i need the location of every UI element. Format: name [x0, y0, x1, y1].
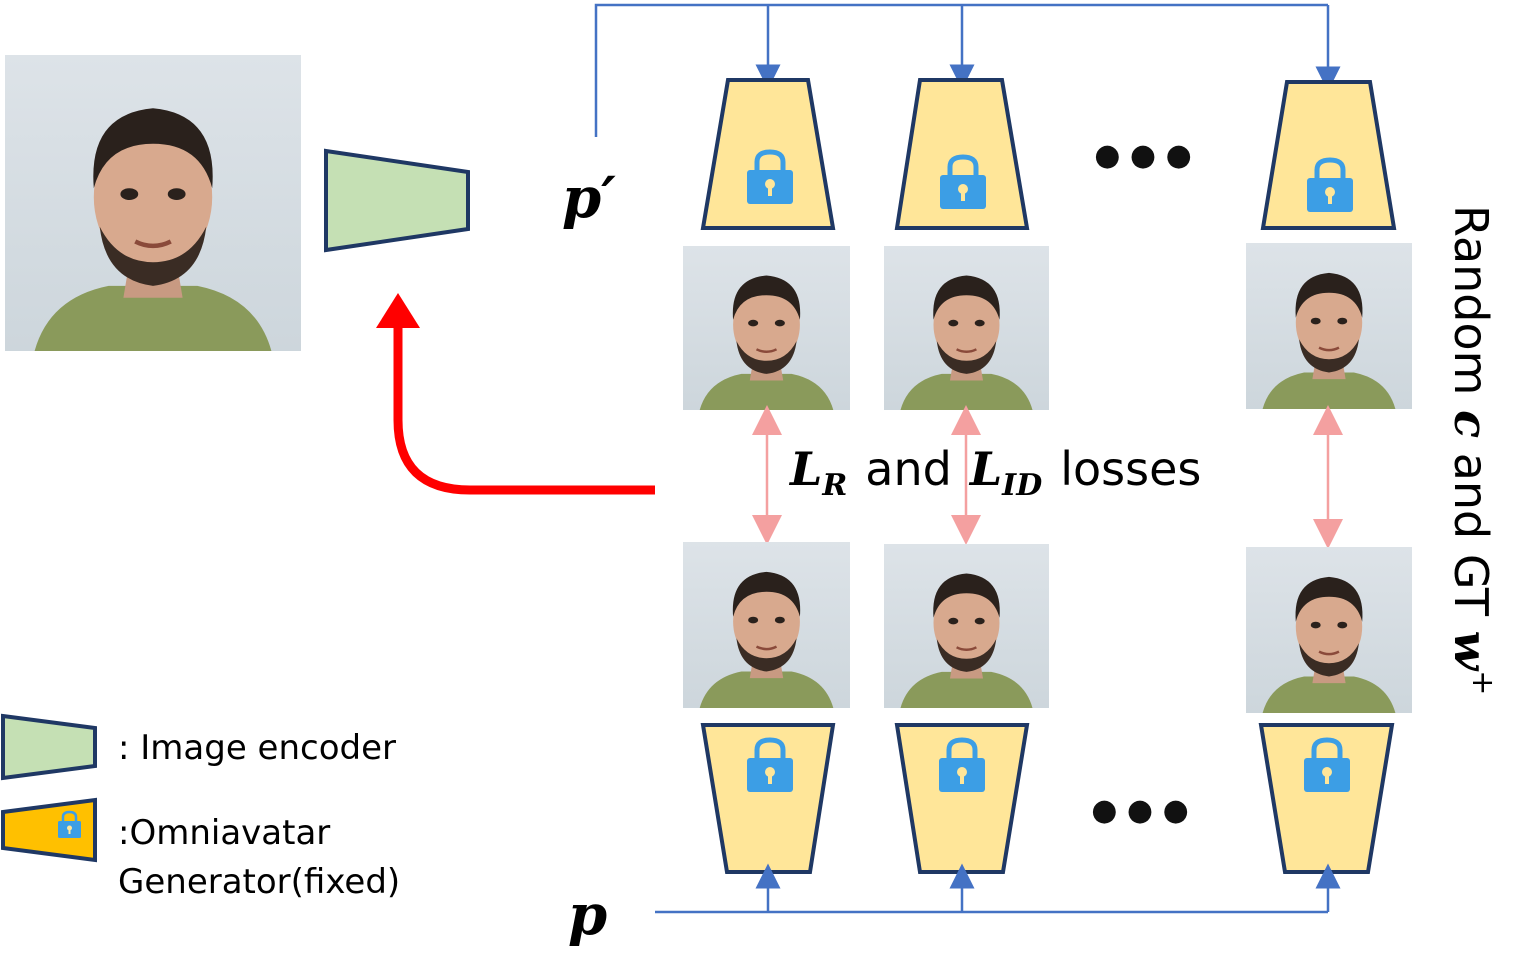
- legend-generator-label-1: :Omniavatar: [118, 813, 330, 853]
- legend: : Image encoder :Omniavatar Generator(fi…: [0, 713, 400, 902]
- bottom-blue-connector: [655, 863, 1341, 914]
- bottom-ellipsis: ● ● ●: [1091, 793, 1189, 828]
- generator-trapezoid: [1258, 723, 1395, 874]
- p-prime-label: p′: [562, 165, 616, 231]
- face-photo: [681, 540, 852, 710]
- face-photo: [1244, 241, 1414, 411]
- generator-trapezoid: [894, 723, 1030, 874]
- face-photo: [882, 542, 1051, 710]
- face-photo: [882, 244, 1051, 412]
- top-ellipsis: ● ● ●: [1094, 138, 1192, 173]
- legend-encoder-swatch: [1, 713, 97, 781]
- face-photo: [681, 244, 852, 412]
- generator-trapezoid: [894, 78, 1030, 230]
- legend-encoder-label: : Image encoder: [118, 728, 396, 768]
- pink-loss-arrows: [752, 405, 1343, 549]
- legend-generator-swatch: [0, 797, 97, 863]
- top-generators: [700, 78, 1397, 230]
- face-photo: [1244, 545, 1414, 715]
- p-label: p: [568, 882, 607, 948]
- top-blue-connector: [594, 3, 1341, 137]
- red-feedback-arrow: [376, 293, 655, 495]
- svg-text:Random c and GT: Random c and GT w+: [1444, 205, 1500, 695]
- bottom-generators: [700, 723, 1395, 874]
- top-face-row: [681, 241, 1414, 412]
- encoder-trapezoid: [324, 148, 470, 253]
- generator-trapezoid: [700, 723, 836, 874]
- generator-trapezoid: [1260, 80, 1397, 230]
- side-label: Random c and GT w+: [1444, 205, 1500, 695]
- input-face-photo: [5, 55, 301, 351]
- legend-generator-label-2: Generator(fixed): [118, 862, 400, 902]
- bottom-face-row: [681, 540, 1414, 715]
